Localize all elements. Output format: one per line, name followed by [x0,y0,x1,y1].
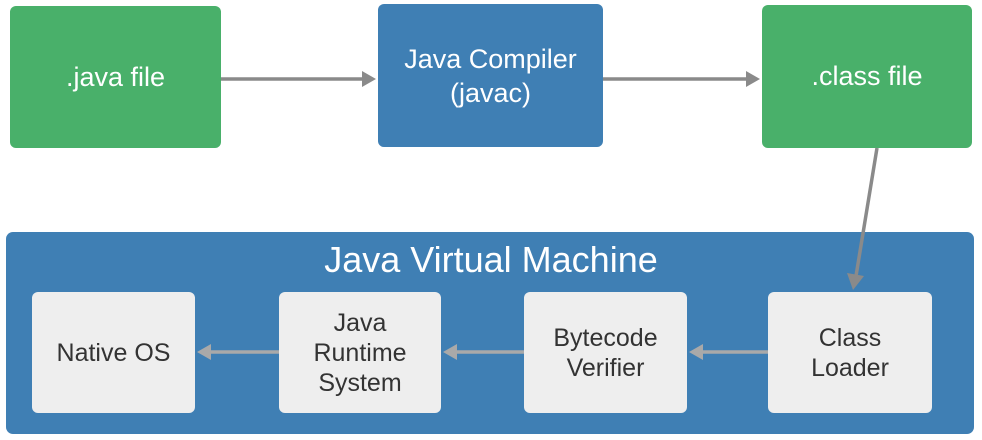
runtime-label-line2: Runtime [313,338,407,367]
bytecode-verifier-box: Bytecode Verifier [524,292,687,413]
arrow-java-to-compiler [221,71,376,87]
java-runtime-system-box: Java Runtime System [279,292,441,413]
loader-label-line2: Loader [811,353,889,382]
verifier-label-line2: Verifier [566,353,645,382]
jvm-title: Java Virtual Machine [324,239,658,280]
java-compiler-label-line1: Java Compiler [404,43,577,74]
class-loader-box: Class Loader [768,292,932,413]
loader-label-line1: Class [818,323,882,352]
arrow-compiler-to-class [603,71,760,87]
native-os-label: Native OS [56,338,171,367]
java-file-label: .java file [65,61,166,92]
class-file-label: .class file [811,61,923,91]
java-compiler-label-line2: (javac) [449,77,531,108]
runtime-label-line3: System [318,368,402,397]
class-file-box: .class file [762,5,972,148]
runtime-label-line1: Java [333,308,387,337]
java-compiler-box: Java Compiler (javac) [378,4,603,147]
java-file-box: .java file [10,6,221,148]
native-os-box: Native OS [32,292,195,413]
verifier-label-line1: Bytecode [553,323,658,352]
